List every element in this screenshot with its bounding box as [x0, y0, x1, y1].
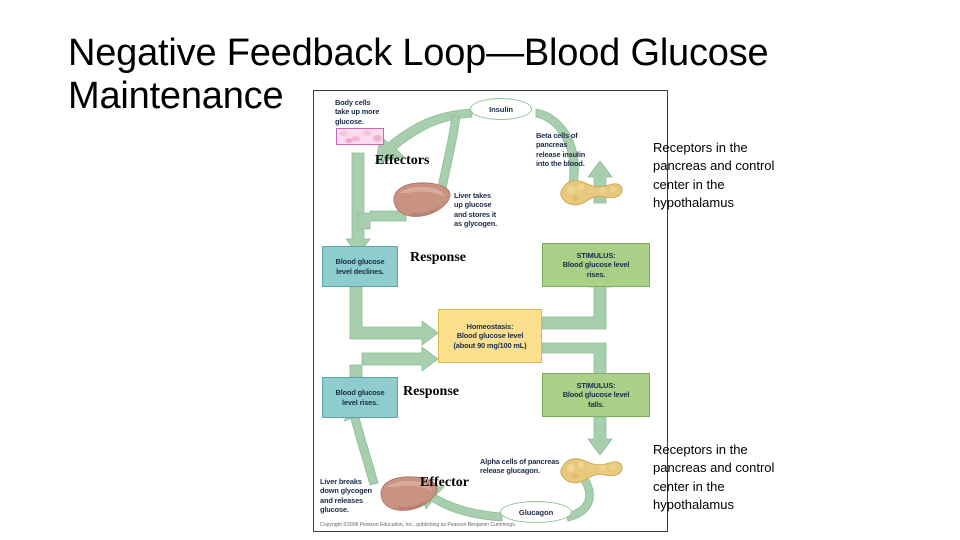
box-stimulus-glucose-falls: STIMULUS: Blood glucose level falls.: [542, 373, 650, 417]
beta-cells-caption: Beta cells of pancreas release insulin i…: [536, 131, 586, 168]
liver-breaks-down-caption: Liver breaks down glycogen and releases …: [320, 477, 372, 514]
label-effector-bottom: Effector: [420, 475, 469, 490]
arrow-declines-to-homeostasis: [349, 286, 439, 346]
arrow-insulin-to-bodycells: [375, 108, 473, 164]
label-response-top: Response: [410, 250, 467, 265]
label-response-bottom: Response: [403, 384, 460, 399]
pancreas-top-image: [560, 180, 623, 206]
glucagon-pill: Glucagon: [500, 501, 572, 523]
arrow-liver-to-leftcolumn: [357, 210, 407, 230]
arrow-rises-to-homeostasis: [349, 346, 439, 378]
page-title: Negative Feedback Loop—Blood Glucose Mai…: [68, 32, 769, 117]
liver-bottom-image: [380, 476, 438, 511]
box-stimulus-glucose-rises: STIMULUS: Blood glucose level rises.: [542, 243, 650, 287]
note-receptors-top: Receptors in the pancreas and control ce…: [653, 140, 775, 211]
note-receptors-bottom: Receptors in the pancreas and control ce…: [653, 442, 775, 513]
arrow-stimulus-falls-to-pancreas: [587, 412, 613, 456]
arrow-bodycells-down: [345, 152, 371, 256]
alpha-cells-caption: Alpha cells of pancreas release glucagon…: [480, 457, 560, 476]
arrow-homeostasis-to-stimulus-falls: [541, 342, 607, 378]
box-blood-glucose-rises: Blood glucose level rises.: [322, 377, 398, 418]
blood-glucose-feedback-diagram: .ar { fill:#a7cfae; stroke:#8bbd96; stro…: [313, 90, 668, 532]
liver-top-image: [393, 182, 451, 217]
body-cells-tissue-image: [336, 128, 384, 145]
arrow-pancreas-to-insulin: [535, 108, 579, 188]
box-homeostasis: Homeostasis: Blood glucose level (about …: [438, 309, 542, 363]
arrow-liver-to-rises: [349, 412, 379, 486]
copyright-notice: Copyright ©2008 Pearson Education, Inc.,…: [320, 522, 517, 528]
box-blood-glucose-declines: Blood glucose level declines.: [322, 246, 398, 287]
body-cells-caption: Body cells take up more glucose.: [335, 98, 380, 126]
liver-takes-up-caption: Liver takes up glucose and stores it as …: [454, 191, 497, 228]
arrow-insulin-to-liver: [437, 114, 461, 190]
insulin-pill: Insulin: [470, 98, 532, 120]
pancreas-bottom-image: [560, 458, 623, 484]
label-effectors-top: Effectors: [375, 153, 430, 168]
